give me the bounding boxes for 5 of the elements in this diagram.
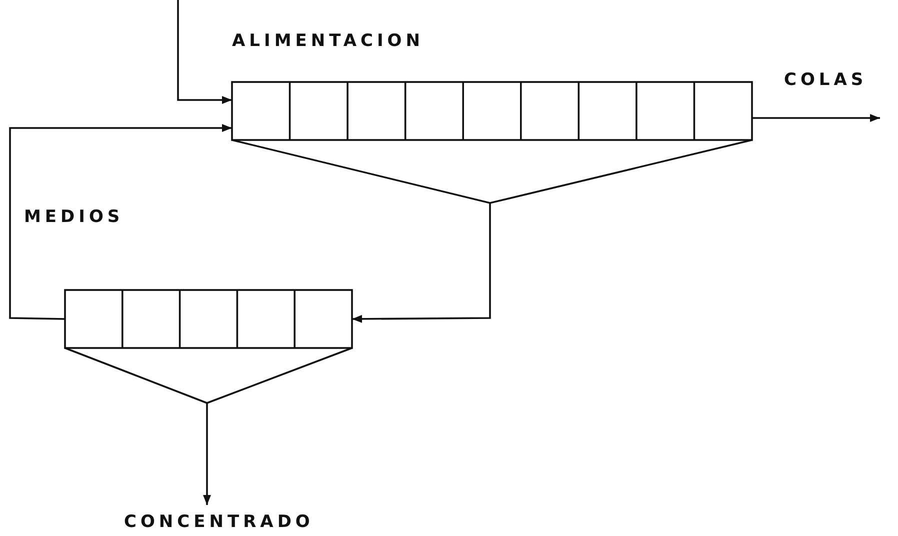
flow-arrow [177,0,232,104]
flow-arrow [352,203,491,323]
flow-arrow [203,403,211,505]
flow-arrow [752,114,880,122]
flow-arrow [9,124,232,320]
